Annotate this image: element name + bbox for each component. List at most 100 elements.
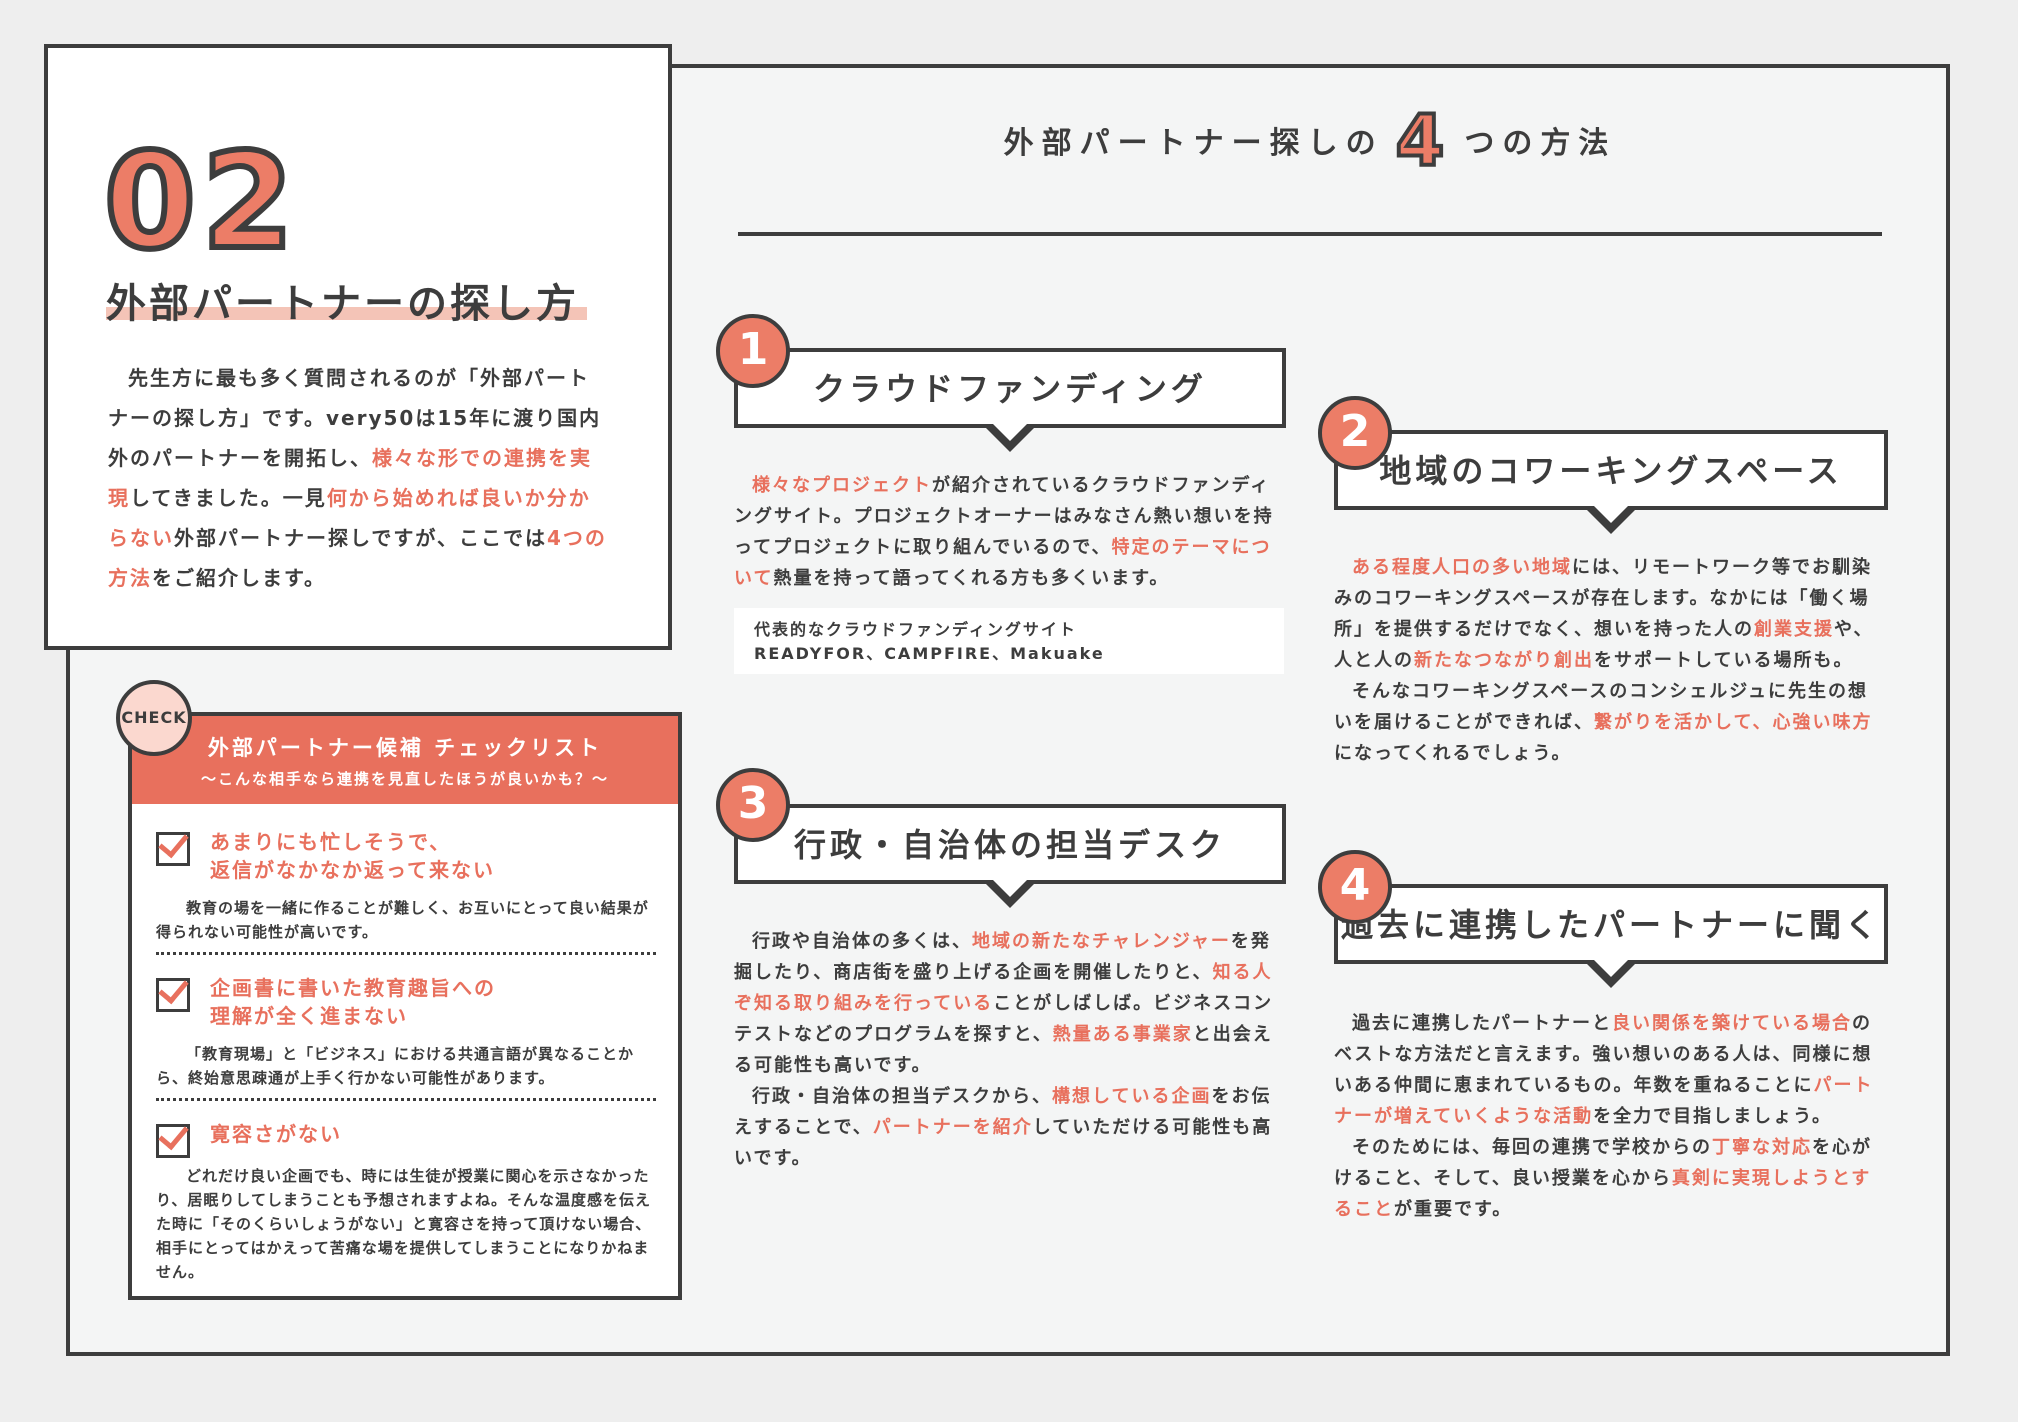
body-text: になってくれるでしょう。 [1334, 743, 1572, 764]
highlight-text: 4つの方法 [108, 526, 607, 590]
method-1-text: 様々なプロジェクトが紹介されているクラウドファンディングサイト。プロジェクトオー… [734, 470, 1286, 594]
method-2-para-2: そんなコワーキングスペースのコンシェルジュに先生の想いを届けることができれば、繋… [1334, 676, 1888, 769]
highlight-text: 真剣に実現しようとすること [1334, 1168, 1872, 1220]
highlight-text: 熱量ある事業家 [1052, 1024, 1193, 1045]
method-4-text: 過去に連携したパートナーと良い関係を築けている場合のベストな方法だと言えます。強… [1334, 1008, 1888, 1225]
method-2-title: 地域のコワーキングスペース [1379, 452, 1843, 490]
highlight-text: 様々な形での連携を実現 [108, 446, 592, 510]
method-1-badge: 1 [716, 314, 790, 388]
body-text: 過去に連携したパートナーと [1352, 1013, 1612, 1034]
checklist-header: 外部パートナー候補 チェックリスト 〜こんな相手なら連携を見直したほうが良いかも… [132, 716, 678, 804]
section-title: 外部パートナーの探し方 [106, 284, 587, 324]
pointer-icon [984, 877, 1036, 908]
body-text: 先生方に最も多く質問されるのが「外部パートナーの探し方」です。very50は15… [108, 366, 602, 470]
checkbox-checked-icon [156, 832, 190, 866]
checkbox-checked-icon [156, 1124, 190, 1158]
body-text: が重要です。 [1394, 1199, 1513, 1220]
checklist-item-title: 企画書に書いた教育趣旨への 理解が全く進まない [210, 974, 496, 1030]
method-1-note-value: READYFOR、CAMPFIRE、Makuake [754, 644, 1105, 663]
main-title-before: 外部パートナー探しの [1003, 126, 1384, 161]
highlight-text: 知る人ぞ知る取り組みを行っている [734, 962, 1273, 1014]
body-text: を心がけること、そして、良い授業を心から [1334, 1137, 1872, 1189]
check-badge: CHECK [116, 680, 192, 756]
checkbox-checked-icon [156, 978, 190, 1012]
method-3-text: 行政や自治体の多くは、地域の新たなチャレンジャーを発掘したり、商店街を盛り上げる… [734, 926, 1286, 1174]
highlight-text: パートナーを紹介 [872, 1117, 1033, 1138]
checklist-item-desc: 教育の場を一緒に作ることが難しく、お互いにとって良い結果が得られない可能性が高い… [156, 899, 649, 941]
checklist-item-title-line1: 企画書に書いた教育趣旨への [210, 976, 496, 1000]
body-text: のベストな方法だと言えます。強い想いのある人は、同様に想いある仲間に恵まれている… [1334, 1013, 1873, 1096]
body-text: そのためには、毎回の連携で学校からの [1352, 1137, 1712, 1158]
main-title-after: つの方法 [1464, 126, 1617, 161]
body-text: 行政・自治体の担当デスクから、 [752, 1086, 1052, 1107]
checklist-item-title: 寛容さがない [210, 1120, 342, 1148]
body-text: していただける可能性も高いです。 [734, 1117, 1273, 1169]
method-4-heading: 過去に連携したパートナーに聞く [1334, 884, 1888, 988]
method-1-note: 代表的なクラウドファンディングサイト READYFOR、CAMPFIRE、Mak… [734, 608, 1284, 674]
method-1-heading: クラウドファンディング [734, 348, 1286, 452]
body-text: してきました。一見 [130, 486, 327, 510]
checklist-item-title: あまりにも忙しそうで、 返信がなかなか返って来ない [210, 828, 495, 884]
dotted-divider [156, 952, 656, 955]
body-text: を全力で目指しましょう。 [1593, 1106, 1833, 1127]
main-title: 外部パートナー探しの 4 つの方法 [740, 98, 1880, 184]
method-2-badge: 2 [1318, 396, 1392, 470]
checklist-item-desc: どれだけ良い企画でも、時には生徒が授業に関心を示さなかったり、居眠りしてしまうこ… [156, 1167, 652, 1281]
highlight-text: 様々なプロジェクト [752, 475, 932, 496]
body-text: をお伝えすることで、 [734, 1086, 1272, 1138]
body-text: と出会える可能性も高いです。 [734, 1024, 1273, 1076]
checklist-item-desc: 「教育現場」と「ビジネス」における共通言語が異なることから、終始意思疎通が上手く… [156, 1045, 635, 1087]
method-2-heading: 地域のコワーキングスペース [1334, 430, 1888, 534]
method-3-badge: 3 [716, 768, 790, 842]
intro-panel: 02 外部パートナーの探し方 先生方に最も多く質問されるのが「外部パートナーの探… [44, 44, 672, 650]
checklist-item-title-line1: 寛容さがない [210, 1122, 342, 1146]
checklist-title: 外部パートナー候補 チェックリスト [207, 736, 603, 760]
pointer-icon [984, 421, 1036, 452]
highlight-text: 何から始めれば良いか分からない [108, 486, 591, 550]
body-text: をご紹介します。 [152, 566, 326, 590]
highlight-text: パートナーが増えていくような活動 [1334, 1075, 1874, 1127]
pointer-icon [1585, 957, 1637, 988]
highlight-text: 新たなつながり創出 [1414, 650, 1594, 671]
body-text: が紹介されているクラウドファンディングサイト。プロジェクトオーナーはみなさん熱い… [734, 475, 1274, 558]
method-4-title: 過去に連携したパートナーに聞く [1340, 906, 1881, 944]
pointer-icon [1585, 503, 1637, 534]
method-3-heading: 行政・自治体の担当デスク [734, 804, 1286, 908]
highlight-text: ある程度人口の多い地域 [1352, 557, 1572, 578]
body-text: には、リモートワーク等でお馴染みのコワーキングスペースが存在します。なかには「働… [1334, 557, 1872, 640]
method-2-text: ある程度人口の多い地域には、リモートワーク等でお馴染みのコワーキングスペースが存… [1334, 552, 1888, 769]
body-text: ことがしばしば。ビジネスコンテストなどのプログラムを探すと、 [734, 993, 1274, 1045]
method-3-para-1: 行政や自治体の多くは、地域の新たなチャレンジャーを発掘したり、商店街を盛り上げる… [734, 926, 1286, 1081]
body-text: 熱量を持って語ってくれる方も多くいます。 [773, 568, 1170, 589]
checklist-item-title-line2: 返信がなかなか返って来ない [210, 858, 495, 882]
highlight-text: 良い関係を築けている場合 [1612, 1013, 1852, 1034]
method-1-title: クラウドファンディング [813, 370, 1207, 408]
method-1-note-label: 代表的なクラウドファンディングサイト [754, 620, 1077, 639]
body-text: 外部パートナー探しですが、ここでは [174, 526, 547, 550]
checklist-subtitle: 〜こんな相手なら連携を見直したほうが良いかも？〜 [200, 770, 609, 788]
body-text: 行政や自治体の多くは、 [752, 931, 972, 952]
body-text: そんなコワーキングスペースのコンシェルジュに先生の想いを届けることができれば、 [1334, 681, 1869, 733]
main-title-number: 4 [1394, 98, 1453, 184]
checklist-item-title-line2: 理解が全く進まない [210, 1004, 408, 1028]
method-3-title: 行政・自治体の担当デスク [793, 826, 1226, 864]
section-number: 02 [101, 125, 300, 279]
body-text: をサポートしている場所も。 [1594, 650, 1854, 671]
highlight-text: 創業支援 [1754, 619, 1834, 640]
method-4-badge: 4 [1318, 850, 1392, 924]
method-3-para-2: 行政・自治体の担当デスクから、構想している企画をお伝えすることで、パートナーを紹… [734, 1081, 1286, 1174]
highlight-text: 特定のテーマについて [734, 537, 1272, 589]
body-text: や、人と人の [1334, 619, 1874, 671]
main-title-rule [738, 232, 1882, 236]
method-2-para-1: ある程度人口の多い地域には、リモートワーク等でお馴染みのコワーキングスペースが存… [1334, 552, 1888, 676]
intro-text: 先生方に最も多く質問されるのが「外部パートナーの探し方」です。very50は15… [108, 358, 608, 598]
method-4-para-1: 過去に連携したパートナーと良い関係を築けている場合のベストな方法だと言えます。強… [1334, 1008, 1888, 1132]
method-4-para-2: そのためには、毎回の連携で学校からの丁寧な対応を心がけること、そして、良い授業を… [1334, 1132, 1888, 1225]
highlight-text: 地域の新たなチャレンジャー [972, 931, 1231, 952]
highlight-text: 丁寧な対応 [1712, 1137, 1812, 1158]
highlight-text: 構想している企画 [1052, 1086, 1212, 1107]
checklist-panel: 外部パートナー候補 チェックリスト 〜こんな相手なら連携を見直したほうが良いかも… [128, 712, 682, 1300]
body-text: を発掘したり、商店街を盛り上げる企画を開催したりと、 [734, 931, 1271, 983]
checklist-item-title-line1: あまりにも忙しそうで、 [210, 830, 452, 854]
dotted-divider [156, 1098, 656, 1101]
